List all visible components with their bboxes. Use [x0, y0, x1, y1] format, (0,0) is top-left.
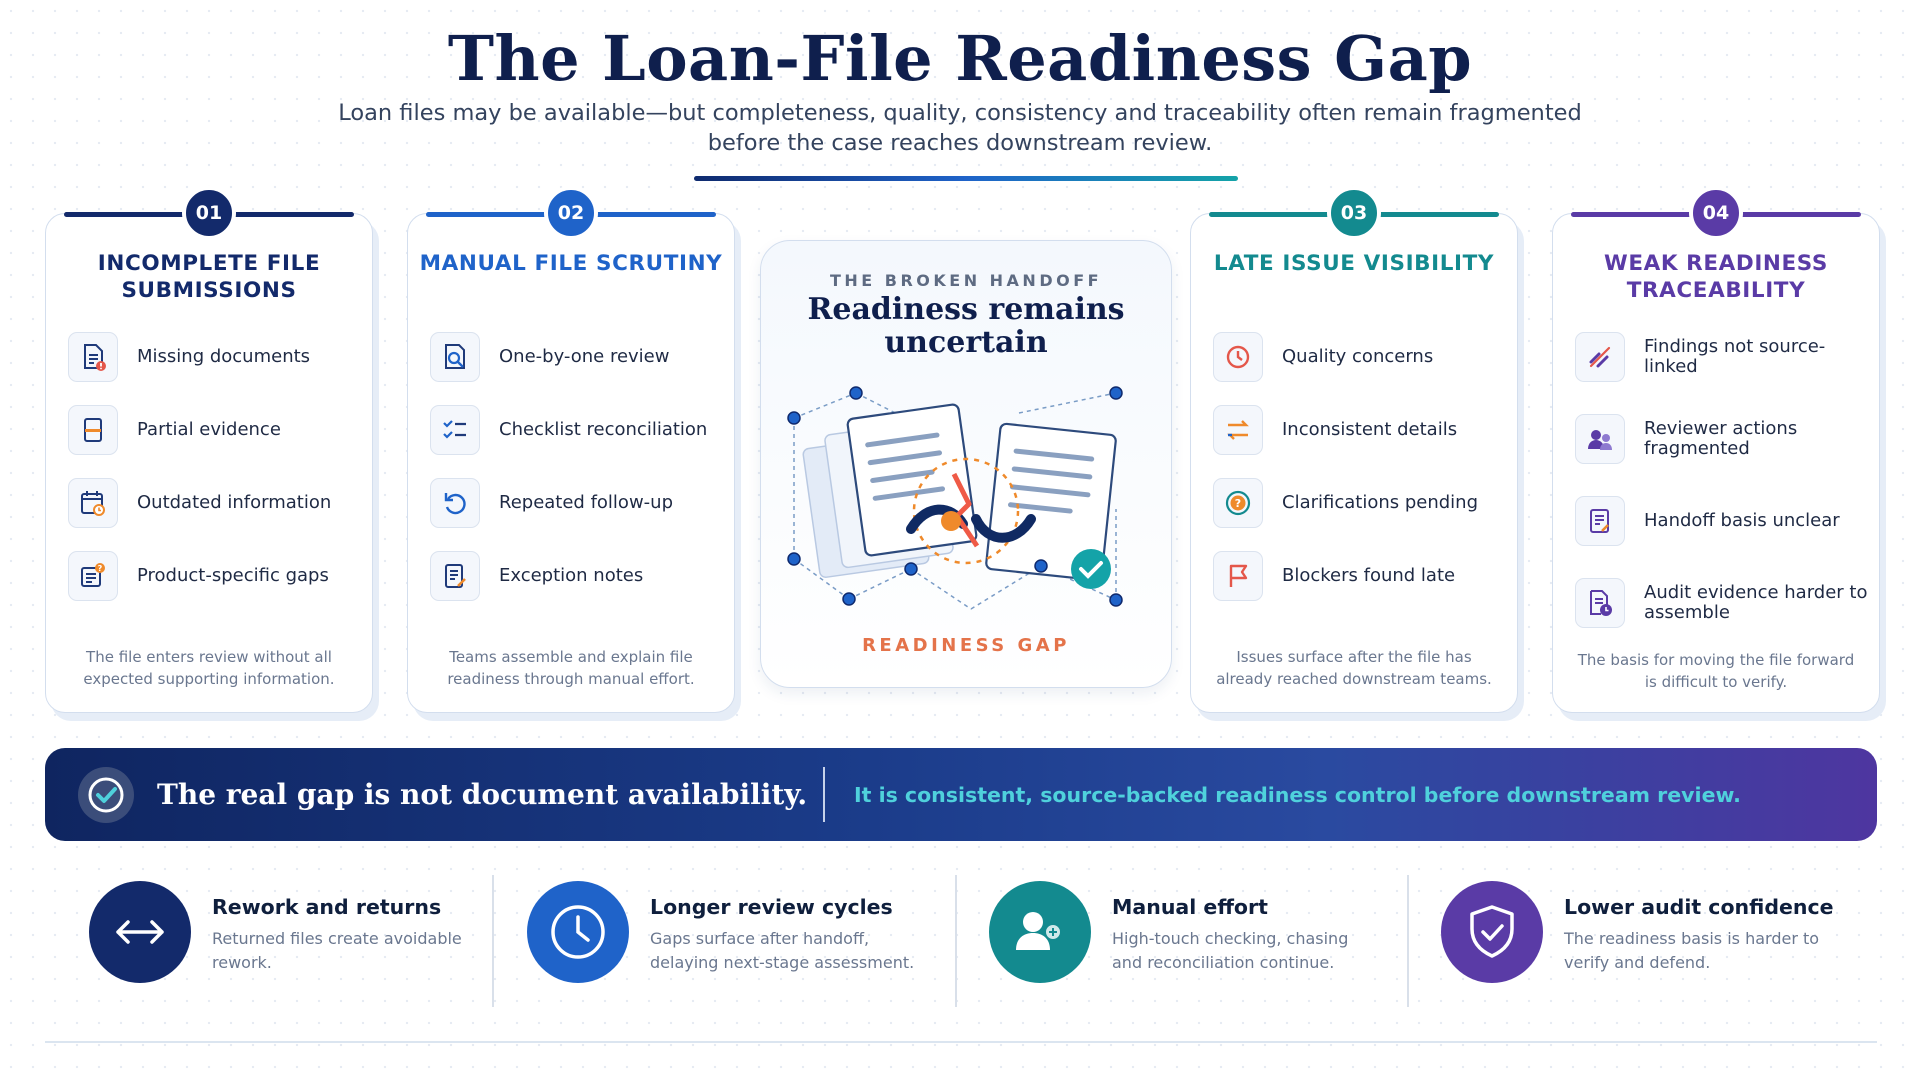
card-footer: The basis for moving the file forward is…	[1577, 651, 1855, 691]
card-item: Blockers found late	[1213, 551, 1507, 601]
impact-title: Rework and returns	[212, 895, 442, 919]
refresh-icon	[430, 478, 480, 528]
impact-manual-effort: Manual effort High-touch checking, chasi…	[989, 877, 1389, 987]
card-item-label: Findings not source-linked	[1644, 336, 1826, 377]
impact-divider	[955, 875, 957, 1007]
card-weak-readiness-traceability: 04 WEAK READINESS TRACEABILITY Findings …	[1552, 186, 1880, 713]
panel-kicker: THE BROKEN HANDOFF	[829, 271, 1103, 290]
card-manual-file-scrutiny: 02 MANUAL FILE SCRUTINY One-by-one revie…	[407, 186, 735, 713]
card-item: Handoff basis unclear	[1575, 496, 1869, 546]
double-arrow-icon	[89, 881, 191, 983]
document-edit-icon	[1575, 496, 1625, 546]
document-search-icon	[430, 332, 480, 382]
card-item: Inconsistent details	[1213, 405, 1507, 455]
key-message-banner: The real gap is not document availabilit…	[45, 748, 1877, 841]
card-item: One-by-one review	[430, 332, 724, 382]
svg-text:?: ?	[98, 564, 103, 573]
card-item-label: Clarifications pending	[1282, 492, 1479, 513]
card-title: INCOMPLETE FILE SUBMISSIONS	[97, 251, 321, 303]
panel-heading: Readiness remains uncertain	[807, 292, 1125, 360]
calendar-clock-icon	[68, 478, 118, 528]
card-item-label: Repeated follow-up	[499, 492, 673, 513]
card-item-label: Reviewer actions fragmented	[1644, 418, 1798, 459]
card-item-label: One-by-one review	[499, 346, 670, 367]
impact-rework-and-returns: Rework and returns Returned files create…	[89, 877, 484, 987]
users-icon	[1575, 414, 1625, 464]
impact-description: Returned files create avoidable rework.	[212, 929, 462, 972]
banner-statement: The real gap is not document availabilit…	[157, 778, 808, 811]
card-item: Quality concerns	[1213, 332, 1507, 382]
card-item-label: Checklist reconciliation	[499, 419, 708, 440]
card-item-label: Partial evidence	[137, 419, 281, 440]
card-footer: Issues surface after the file has alread…	[1216, 648, 1492, 688]
shield-check-icon	[1441, 881, 1543, 983]
impact-description: The readiness basis is harder to verify …	[1564, 929, 1820, 972]
card-item: Findings not source-linked	[1575, 332, 1869, 382]
page-title: The Loan-File Readiness Gap	[447, 22, 1473, 95]
card-item: Audit evidence harder to assemble	[1575, 578, 1869, 628]
question-icon: ?	[1213, 478, 1263, 528]
svg-text:?: ?	[1235, 497, 1241, 510]
missing-document-icon	[68, 332, 118, 382]
broken-handoff-illustration	[787, 386, 1123, 610]
clock-icon	[1213, 332, 1263, 382]
card-item: ? Product-specific gaps	[68, 551, 362, 601]
card-item: Outdated information	[68, 478, 362, 528]
form-question-icon: ?	[68, 551, 118, 601]
card-item: Partial evidence	[68, 405, 362, 455]
card-title: WEAK READINESS TRACEABILITY	[1604, 251, 1828, 303]
card-footer: Teams assemble and explain file readines…	[447, 648, 695, 688]
card-item-label: Exception notes	[499, 565, 644, 586]
card-number-badge: 02	[544, 186, 598, 240]
impact-longer-review-cycles: Longer review cycles Gaps surface after …	[527, 877, 947, 987]
document-clock-icon	[1575, 578, 1625, 628]
impact-title: Manual effort	[1112, 895, 1268, 919]
card-item-label: Inconsistent details	[1282, 419, 1458, 440]
impact-description: Gaps surface after handoff, delaying nex…	[650, 929, 915, 972]
impact-lower-audit-confidence: Lower audit confidence The readiness bas…	[1441, 877, 1861, 987]
card-late-issue-visibility: 03 LATE ISSUE VISIBILITY Quality concern…	[1190, 186, 1518, 713]
broken-handoff-panel: THE BROKEN HANDOFF Readiness remains unc…	[760, 240, 1172, 688]
card-item-label: Audit evidence harder to assemble	[1644, 582, 1868, 623]
card-footer: The file enters review without all expec…	[83, 648, 335, 688]
banner-emphasis: It is consistent, source-backed readines…	[854, 782, 1741, 807]
page-subtitle: Loan files may be available—but complete…	[338, 100, 1582, 156]
panel-footer: READINESS GAP	[862, 635, 1070, 656]
card-item-label: Missing documents	[137, 346, 311, 367]
check-circle-icon	[78, 767, 134, 823]
card-number-badge: 01	[182, 186, 236, 240]
card-item: Checklist reconciliation	[430, 405, 724, 455]
card-title: MANUAL FILE SCRUTINY	[419, 251, 723, 276]
clock-icon	[527, 881, 629, 983]
card-number-badge: 03	[1327, 186, 1381, 240]
impact-description: High-touch checking, chasing and reconci…	[1112, 929, 1349, 972]
notes-pen-icon	[430, 551, 480, 601]
card-item: Repeated follow-up	[430, 478, 724, 528]
card-incomplete-file-submissions: 01 INCOMPLETE FILE SUBMISSIONS Missing d…	[45, 186, 373, 713]
banner-divider	[823, 767, 825, 822]
partial-evidence-icon	[68, 405, 118, 455]
impact-divider	[1407, 875, 1409, 1007]
flag-icon	[1213, 551, 1263, 601]
bottom-rule	[45, 1041, 1877, 1043]
card-item: Reviewer actions fragmented	[1575, 414, 1869, 464]
checklist-icon	[430, 405, 480, 455]
swap-arrows-icon	[1213, 405, 1263, 455]
impact-title: Lower audit confidence	[1564, 895, 1834, 919]
card-item-label: Product-specific gaps	[137, 565, 329, 586]
card-item-label: Handoff basis unclear	[1644, 510, 1840, 531]
card-title: LATE ISSUE VISIBILITY	[1213, 251, 1495, 276]
card-item-label: Outdated information	[137, 492, 332, 513]
card-item: Missing documents	[68, 332, 362, 382]
card-item: ? Clarifications pending	[1213, 478, 1507, 528]
broken-link-icon	[1575, 332, 1625, 382]
title-underline	[694, 176, 1238, 181]
card-item-label: Quality concerns	[1282, 346, 1434, 367]
user-add-icon	[989, 881, 1091, 983]
card-item-label: Blockers found late	[1282, 565, 1456, 586]
card-number-badge: 04	[1689, 186, 1743, 240]
card-item: Exception notes	[430, 551, 724, 601]
impact-title: Longer review cycles	[650, 895, 893, 919]
impact-divider	[492, 875, 494, 1007]
